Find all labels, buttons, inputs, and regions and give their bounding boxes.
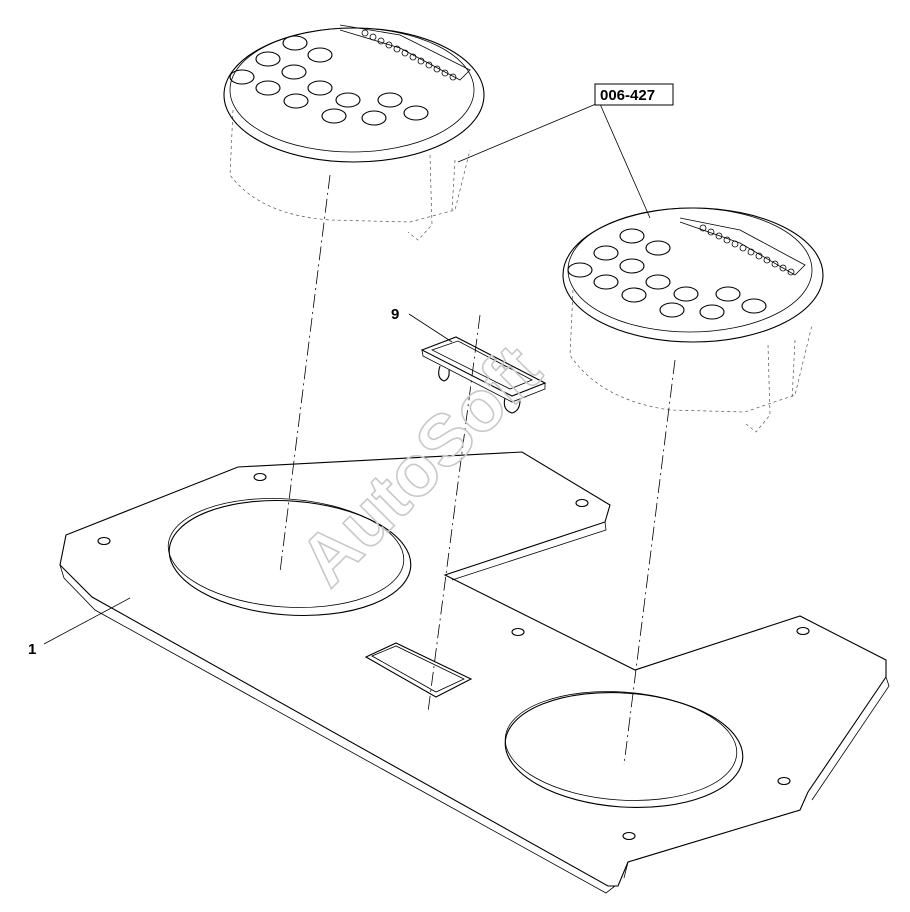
indicator-window <box>420 336 547 414</box>
callout-box-006-427 <box>594 83 674 106</box>
assembly-centerlines <box>279 174 676 766</box>
upper-gauge <box>223 24 485 241</box>
lower-gauge <box>562 207 824 433</box>
callout-part-9: 9 <box>391 306 399 323</box>
callout-part-1: 1 <box>28 641 36 658</box>
leader-lines <box>43 103 651 645</box>
mounting-plate <box>59 451 890 894</box>
callout-part-006-427: 006-427 <box>600 87 655 104</box>
